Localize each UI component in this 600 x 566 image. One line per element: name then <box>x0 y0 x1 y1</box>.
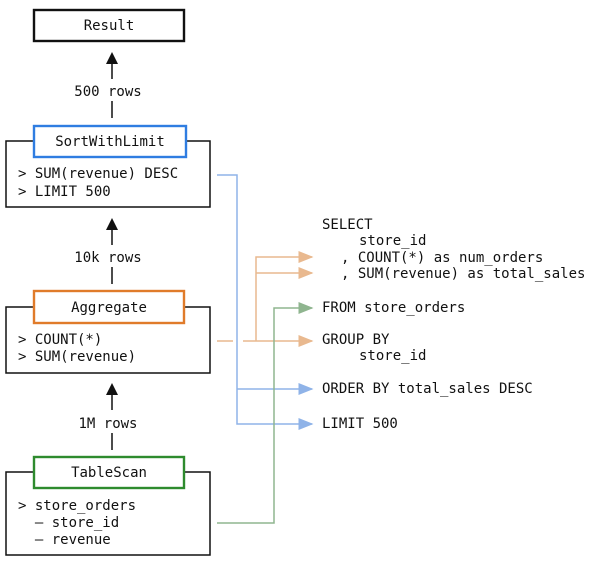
sql-select-col2: , COUNT(*) as num_orders <box>341 250 543 266</box>
scan-to-from-line <box>217 302 314 524</box>
scan-node: TableScan > store_orders – store_id – re… <box>5 455 211 556</box>
scan-detail-frame <box>5 471 211 556</box>
aggregate-node: Aggregate > COUNT(*) > SUM(revenue) <box>5 289 211 374</box>
result-box <box>32 8 186 43</box>
edge-label: 10k rows <box>74 250 141 266</box>
sort-box <box>32 124 188 159</box>
aggregate-box <box>32 289 186 325</box>
sql-limit: LIMIT 500 <box>322 416 398 432</box>
scan-box <box>32 455 186 490</box>
edge-scan-to-agg: 1M rows <box>78 383 138 450</box>
sort-detail-1: > SUM(revenue) DESC <box>18 166 178 182</box>
sort-connector <box>217 174 314 430</box>
result-title: Result <box>84 18 135 34</box>
sql-group-col: store_id <box>359 348 426 364</box>
sql-select-col3: , SUM(revenue) as total_sales <box>341 266 585 282</box>
sql-order-by: ORDER BY total_sales DESC <box>322 381 533 397</box>
scan-title: TableScan <box>71 465 147 481</box>
sql-select-col1: store_id <box>359 233 426 249</box>
edge-agg-to-sort: 10k rows <box>74 218 142 284</box>
sort-detail-2: > LIMIT 500 <box>18 184 111 200</box>
result-node: Result <box>32 8 186 43</box>
sort-title: SortWithLimit <box>55 134 165 150</box>
sort-to-limit-line <box>217 174 314 430</box>
edge-label: 500 rows <box>74 84 141 100</box>
scan-detail-3: – revenue <box>18 532 111 548</box>
sql-from: FROM store_orders <box>322 300 465 316</box>
sql-select: SELECT <box>322 217 373 233</box>
sort-node: SortWithLimit > SUM(revenue) DESC > LIMI… <box>5 124 211 208</box>
scan-detail-1: > store_orders <box>18 498 136 514</box>
scan-detail-2: – store_id <box>18 515 119 531</box>
scan-connector <box>217 302 314 524</box>
sort-detail-frame <box>5 140 211 208</box>
aggregate-detail-1: > COUNT(*) <box>18 332 102 348</box>
aggregate-detail-frame <box>5 306 211 374</box>
aggregate-to-count-line <box>255 251 314 341</box>
sql-group-by: GROUP BY <box>322 332 390 348</box>
edge-label: 1M rows <box>78 416 137 432</box>
edge-sort-to-result: 500 rows <box>74 52 142 118</box>
aggregate-detail-2: > SUM(revenue) <box>18 349 136 365</box>
aggregate-title: Aggregate <box>71 300 147 316</box>
aggregate-connector <box>217 251 314 347</box>
sql-query: SELECT store_id , COUNT(*) as num_orders… <box>322 217 585 432</box>
